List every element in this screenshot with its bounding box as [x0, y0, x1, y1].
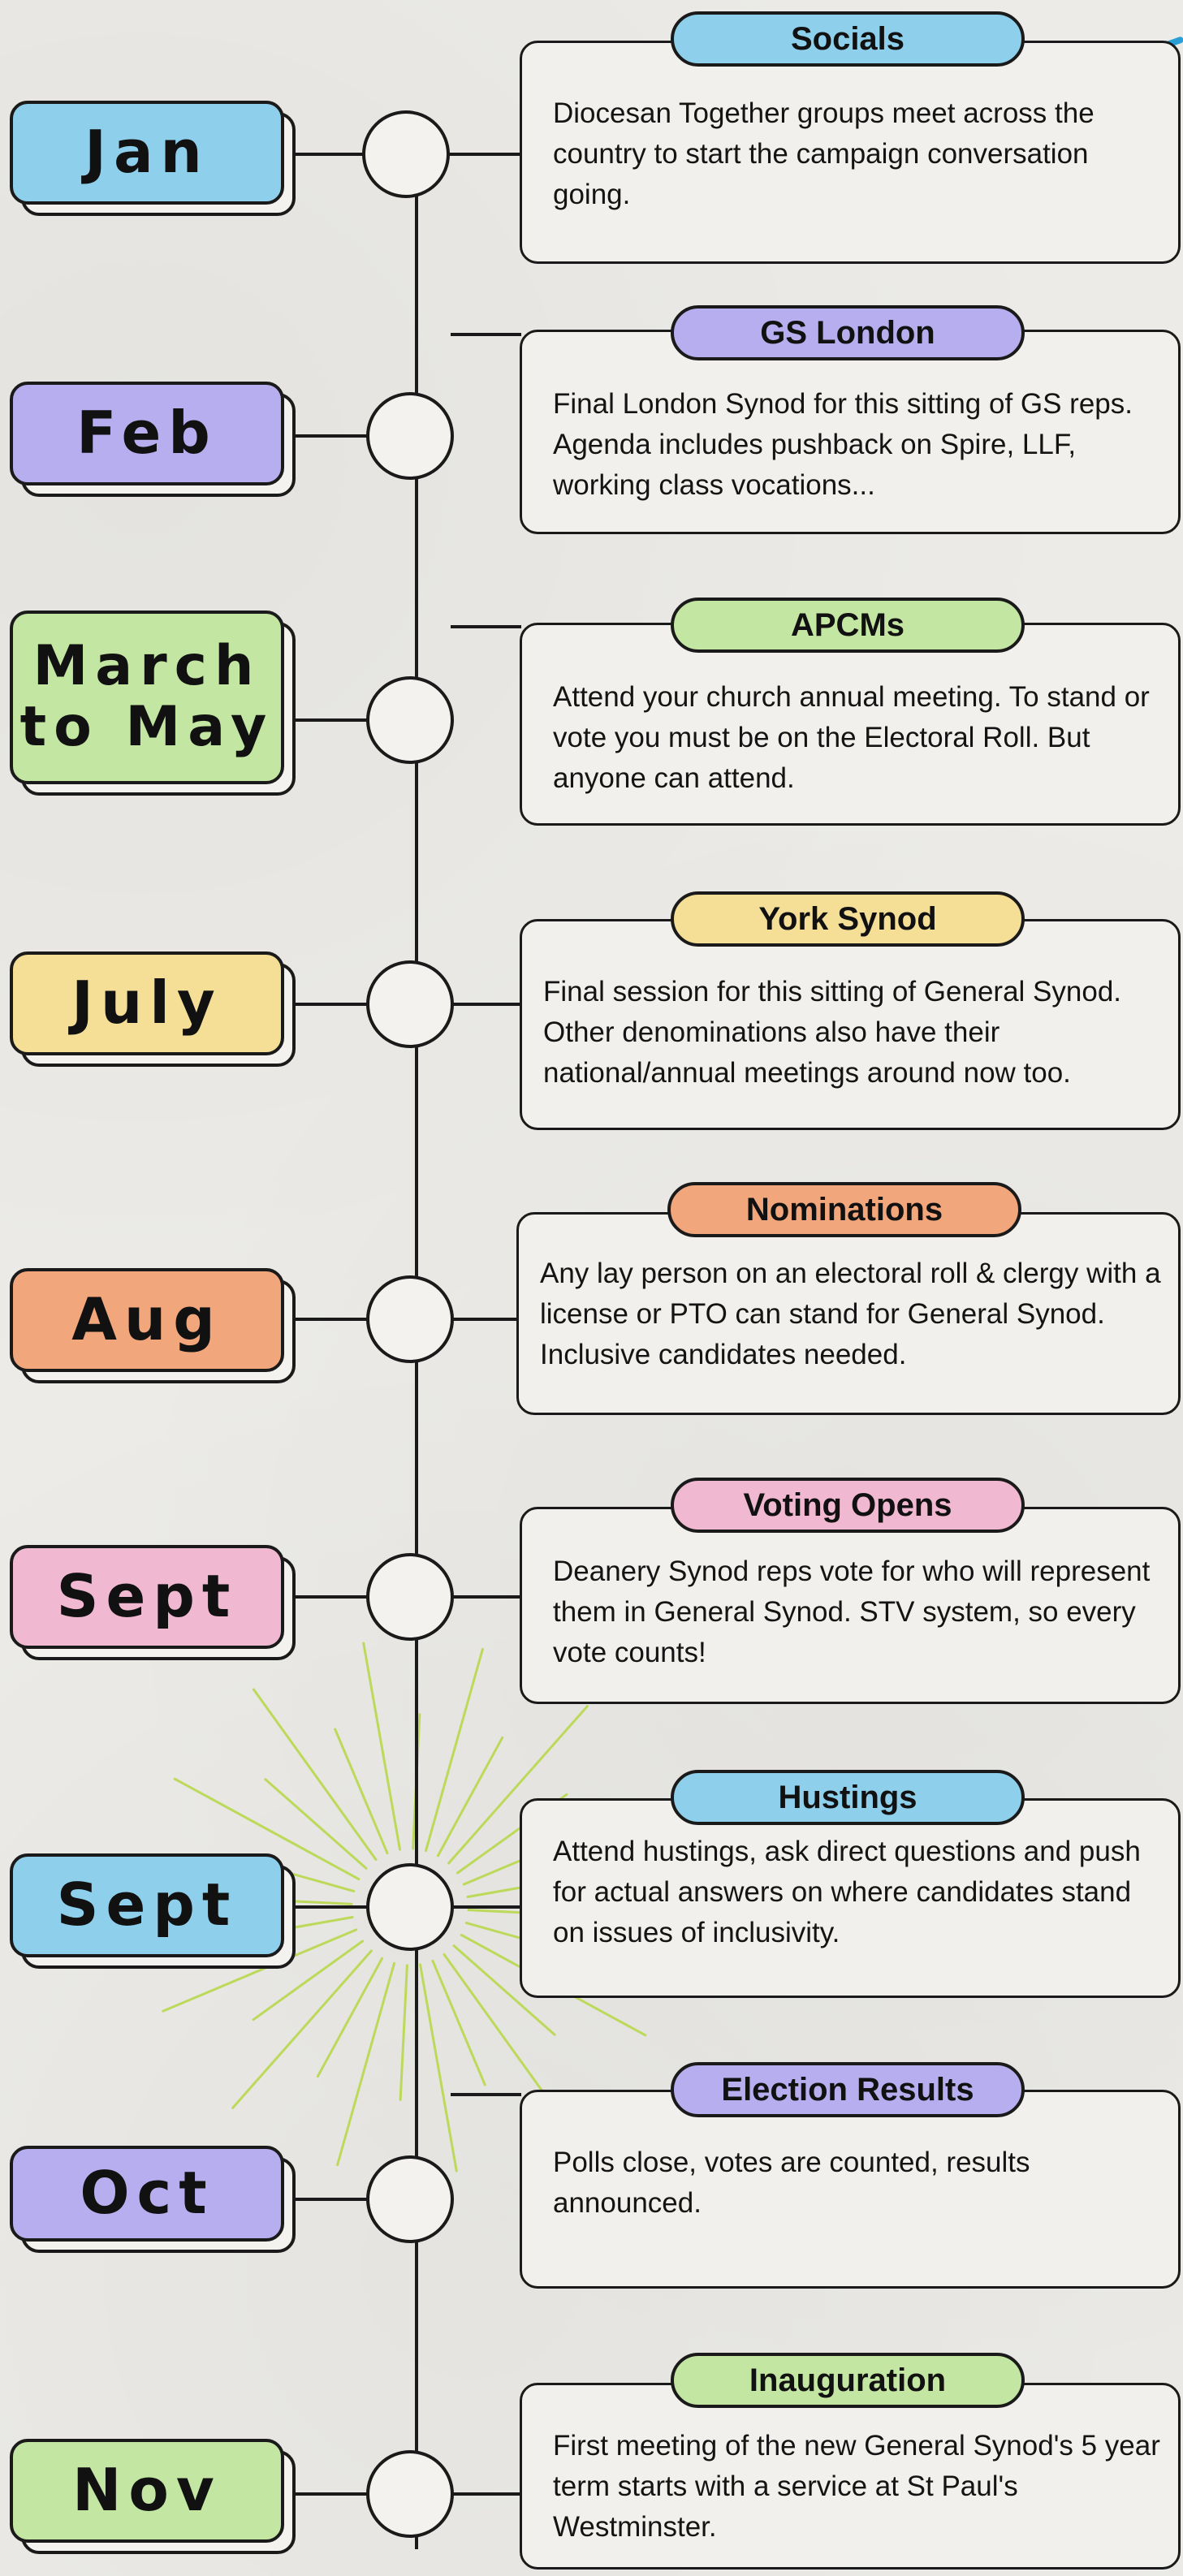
event-card: Final session for this sitting of Genera…: [520, 919, 1181, 1130]
event-card: Diocesan Together groups meet across the…: [520, 41, 1181, 264]
month-text: Nov: [10, 2439, 284, 2543]
burst-ray: [162, 1928, 358, 2013]
burst-ray: [425, 1647, 484, 1853]
event-tag: Hustings: [671, 1770, 1025, 1825]
timeline-node: [366, 1553, 454, 1641]
connector: [284, 153, 365, 156]
connector: [451, 625, 521, 628]
event-tag: Socials: [671, 11, 1025, 67]
connector: [451, 1905, 521, 1909]
burst-ray: [316, 1957, 384, 2078]
month-label: Jan: [10, 101, 296, 216]
event-description: Final session for this sitting of Genera…: [543, 976, 1122, 1089]
event-description: Diocesan Together groups meet across the…: [553, 97, 1094, 210]
month-label: Sept: [10, 1545, 296, 1660]
event-card: First meeting of the new General Synod's…: [520, 2383, 1181, 2570]
timeline-node: [366, 676, 454, 764]
event-tag: Voting Opens: [671, 1478, 1025, 1533]
event-tag: GS London: [671, 305, 1025, 360]
event-card: Deanery Synod reps vote for who will rep…: [520, 1507, 1181, 1704]
burst-ray: [362, 1642, 402, 1851]
burst-ray: [252, 1940, 365, 2022]
month-label: Feb: [10, 382, 296, 497]
event-description: Polls close, votes are counted, results …: [553, 2147, 1030, 2219]
timeline-node: [362, 110, 450, 198]
month-text: Aug: [10, 1268, 284, 1372]
burst-ray: [264, 1778, 368, 1870]
timeline-node: [366, 2450, 454, 2538]
burst-ray: [447, 1705, 589, 1865]
connector: [284, 434, 369, 438]
event-description: Attend hustings, ask direct questions an…: [553, 1836, 1141, 1948]
event-description: Any lay person on an electoral roll & cl…: [540, 1258, 1161, 1370]
burst-ray: [173, 1777, 361, 1881]
connector: [451, 2093, 521, 2096]
month-text: Oct: [10, 2146, 284, 2242]
connector: [284, 1595, 369, 1599]
event-tag: APCMs: [671, 598, 1025, 653]
connector: [451, 2492, 521, 2496]
connector: [284, 2492, 369, 2496]
timeline-node: [366, 1275, 454, 1363]
timeline-node: [366, 960, 454, 1048]
connector: [451, 1595, 521, 1599]
burst-ray: [252, 1688, 378, 1862]
burst-ray: [334, 1728, 389, 1855]
burst-ray: [336, 1961, 395, 2167]
event-tag: Election Results: [671, 2062, 1025, 2117]
month-label: Aug: [10, 1268, 296, 1383]
month-text: July: [10, 951, 284, 1055]
connector: [284, 1003, 369, 1006]
burst-ray: [431, 1959, 486, 2086]
event-tag: Inauguration: [671, 2353, 1025, 2408]
burst-ray: [399, 1964, 408, 2101]
event-card: Attend your church annual meeting. To st…: [520, 623, 1181, 826]
burst-ray: [436, 1736, 504, 1858]
connector: [284, 1905, 369, 1909]
month-label: Nov: [10, 2439, 296, 2554]
connector: [284, 2198, 369, 2201]
timeline-node: [366, 2155, 454, 2243]
event-card: Final London Synod for this sitting of G…: [520, 330, 1181, 534]
timeline-node: [366, 392, 454, 480]
event-description: Deanery Synod reps vote for who will rep…: [553, 1556, 1151, 1668]
month-text: Feb: [10, 382, 284, 485]
burst-ray: [231, 1949, 373, 2109]
event-description: Final London Synod for this sitting of G…: [553, 388, 1133, 501]
connector: [284, 1318, 369, 1321]
event-tag: York Synod: [671, 891, 1025, 947]
event-description: Attend your church annual meeting. To st…: [553, 681, 1150, 794]
month-label: Sept: [10, 1853, 296, 1969]
event-card: Any lay person on an electoral roll & cl…: [516, 1212, 1181, 1415]
burst-ray: [452, 1944, 556, 2036]
connector: [451, 1318, 520, 1321]
burst-ray: [418, 1963, 458, 2173]
connector: [447, 153, 521, 156]
month-text: Jan: [10, 101, 284, 205]
event-tag: Nominations: [667, 1182, 1021, 1237]
connector: [284, 718, 369, 722]
connector: [451, 333, 521, 336]
month-text: Sept: [10, 1853, 284, 1957]
month-label: July: [10, 951, 296, 1067]
event-card: Attend hustings, ask direct questions an…: [520, 1798, 1181, 1998]
event-description: First meeting of the new General Synod's…: [553, 2430, 1160, 2543]
month-label: Oct: [10, 2146, 296, 2253]
timeline-node-highlight: [366, 1863, 454, 1951]
month-text: Sept: [10, 1545, 284, 1649]
event-card: Polls close, votes are counted, results …: [520, 2090, 1181, 2289]
connector: [451, 1003, 521, 1006]
